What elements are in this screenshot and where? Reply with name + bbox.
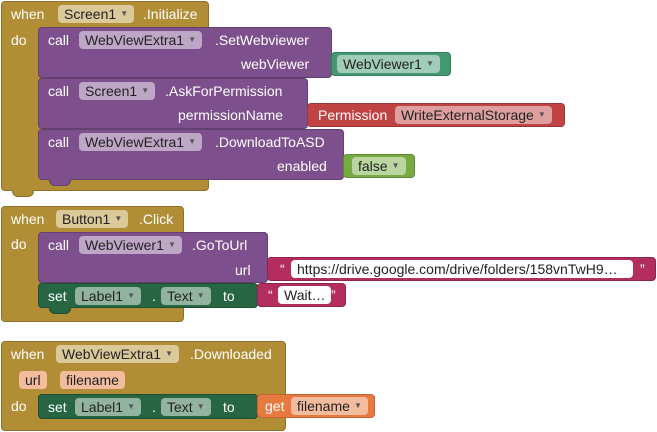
event-param-url[interactable]: url: [19, 371, 47, 389]
chevron-down-icon: ▼: [391, 161, 400, 170]
call-keyword: call: [48, 83, 70, 99]
boolean-dropdown[interactable]: false▼: [352, 157, 406, 175]
call-keyword: call: [48, 32, 70, 48]
permission-name: WriteExternalStorage: [401, 107, 534, 123]
close-quote: ”: [331, 287, 336, 303]
component-name: Label1: [81, 288, 124, 304]
get-block-filename[interactable]: get filename ▼: [257, 394, 375, 418]
method-name: .AskForPermission: [165, 83, 283, 99]
component-name: Label1: [81, 399, 124, 415]
call-block-downloadtoasd[interactable]: call WebViewExtra1▼ .DownloadToASD enabl…: [38, 129, 344, 186]
component-dropdown[interactable]: WebViewExtra1▼: [79, 133, 203, 151]
chevron-down-icon: ▼: [127, 402, 136, 411]
permission-block[interactable]: Permission WriteExternalStorage▼: [307, 103, 565, 127]
bottom-notch: [49, 307, 71, 314]
component-dropdown[interactable]: Screen1▼: [58, 5, 135, 23]
bottom-notch: [12, 190, 34, 197]
call-block-setwebviewer[interactable]: call WebViewExtra1▼ .SetWebviewer webVie…: [38, 27, 332, 78]
method-name: .SetWebviewer: [215, 32, 309, 48]
text-field[interactable]: Wait…: [278, 286, 332, 304]
open-quote: “: [280, 261, 285, 277]
chevron-down-icon: ▼: [165, 349, 174, 358]
component-block-webviewer1[interactable]: WebViewer1▼: [331, 52, 451, 76]
component-dropdown[interactable]: Button1▼: [56, 210, 129, 228]
chevron-down-icon: ▼: [196, 291, 205, 300]
open-quote: “: [268, 287, 273, 303]
call-keyword: call: [48, 134, 70, 150]
event-name: .Downloaded: [190, 346, 272, 362]
chevron-down-icon: ▼: [127, 291, 136, 300]
component-dropdown[interactable]: WebViewer1▼: [79, 236, 182, 254]
boolean-block-false[interactable]: false▼: [343, 154, 415, 178]
component-dropdown[interactable]: Label1▼: [75, 398, 142, 416]
text-block-url[interactable]: “ https://drive.google.com/drive/folders…: [267, 257, 656, 281]
call-keyword: call: [48, 237, 70, 253]
do-keyword: do: [11, 32, 27, 48]
chevron-down-icon: ▼: [537, 110, 546, 119]
component-name: WebViewer1: [343, 56, 422, 72]
chevron-down-icon: ▼: [120, 9, 129, 18]
permission-label: Permission: [318, 107, 388, 123]
when-keyword: when: [11, 211, 45, 227]
event-name: .Initialize: [143, 6, 198, 22]
to-keyword: to: [223, 288, 235, 304]
set-keyword: set: [48, 288, 67, 304]
dot-separator: .: [152, 288, 156, 304]
variable-dropdown[interactable]: filename ▼: [291, 397, 368, 415]
get-keyword: get: [265, 398, 285, 414]
chevron-down-icon: ▼: [167, 240, 176, 249]
when-keyword: when: [11, 6, 45, 22]
component-name: WebViewExtra1: [85, 134, 185, 150]
component-name: Screen1: [85, 83, 138, 99]
method-name: .DownloadToASD: [215, 134, 325, 150]
when-keyword: when: [11, 346, 45, 362]
property-name: Text: [167, 399, 193, 415]
property-name: Text: [167, 288, 193, 304]
to-keyword: to: [223, 399, 235, 415]
call-block-askforpermission[interactable]: call Screen1▼ .AskForPermission permissi…: [38, 78, 308, 129]
chevron-down-icon: ▼: [425, 59, 434, 68]
chevron-down-icon: ▼: [114, 214, 123, 223]
chevron-down-icon: ▼: [188, 35, 197, 44]
boolean-value: false: [358, 158, 388, 174]
component-dropdown[interactable]: WebViewExtra1▼: [56, 345, 180, 363]
property-dropdown[interactable]: Text▼: [161, 398, 211, 416]
chevron-down-icon: ▼: [188, 137, 197, 146]
event-name: .Click: [139, 211, 174, 227]
method-name: .GoToUrl: [192, 237, 248, 253]
param-label: webViewer: [241, 56, 310, 72]
component-name: Button1: [62, 211, 111, 227]
property-dropdown[interactable]: Text▼: [161, 287, 211, 305]
set-keyword: set: [48, 399, 67, 415]
variable-name: filename: [297, 398, 350, 414]
param-label: enabled: [277, 158, 327, 174]
chevron-down-icon: ▼: [141, 86, 150, 95]
close-quote: ”: [640, 261, 645, 277]
call-block-gotourl[interactable]: call WebViewer1▼ .GoToUrl url: [38, 232, 268, 283]
component-dropdown[interactable]: WebViewer1▼: [337, 55, 440, 73]
permission-dropdown[interactable]: WriteExternalStorage▼: [395, 106, 552, 124]
component-name: WebViewExtra1: [85, 32, 185, 48]
component-dropdown[interactable]: Label1▼: [75, 287, 142, 305]
component-dropdown[interactable]: WebViewExtra1▼: [79, 31, 203, 49]
set-block-label1-text[interactable]: set Label1▼ . Text▼ to: [38, 394, 258, 419]
param-label: url: [235, 262, 251, 278]
set-block-label1-text[interactable]: set Label1▼ . Text▼ to: [38, 283, 258, 314]
bottom-notch: [49, 179, 71, 186]
text-block-wait[interactable]: “ Wait… ”: [257, 283, 346, 307]
chevron-down-icon: ▼: [354, 401, 362, 410]
event-param-filename[interactable]: filename: [60, 371, 125, 389]
component-name: WebViewer1: [85, 237, 164, 253]
param-label: permissionName: [178, 107, 284, 123]
do-keyword: do: [11, 398, 27, 414]
component-name: Screen1: [64, 6, 117, 22]
component-dropdown[interactable]: Screen1▼: [79, 82, 156, 100]
component-name: WebViewExtra1: [62, 346, 162, 362]
dot-separator: .: [152, 399, 156, 415]
chevron-down-icon: ▼: [196, 402, 205, 411]
do-keyword: do: [11, 236, 27, 252]
url-text-field[interactable]: https://drive.google.com/drive/folders/1…: [291, 260, 633, 278]
